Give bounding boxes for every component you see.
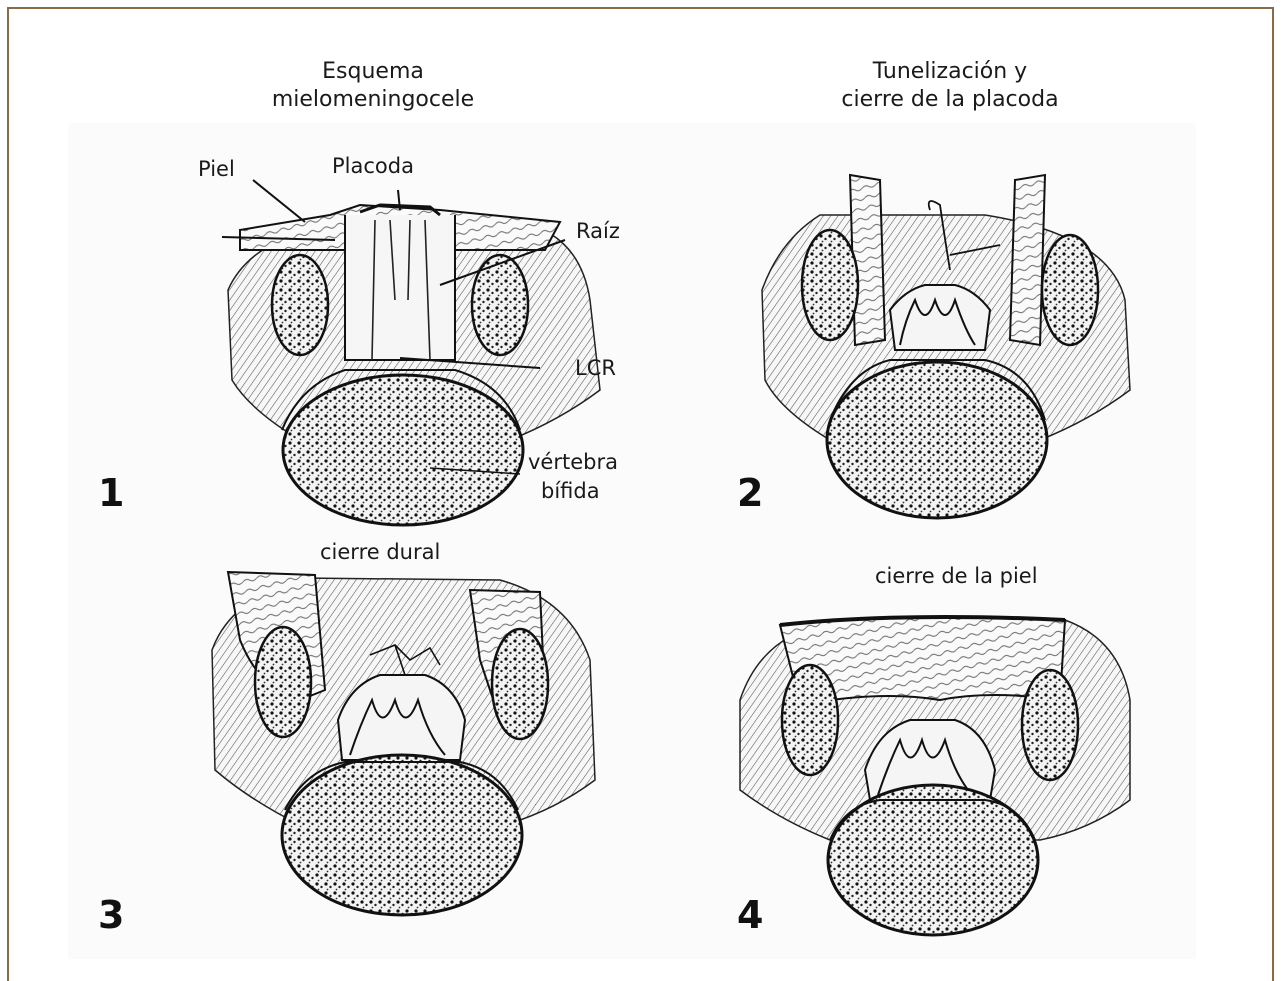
panel-2-drawing — [762, 175, 1130, 518]
panel-number-3: 3 — [98, 895, 124, 935]
label-piel: Piel — [198, 157, 235, 181]
label-lcr: LCR — [575, 356, 616, 380]
panel-3-drawing — [212, 572, 595, 915]
caption-panel-4: cierre de la piel — [875, 564, 1038, 588]
label-bifida: bífida — [541, 479, 600, 503]
label-vertebra: vértebra — [528, 450, 618, 474]
label-raiz: Raíz — [576, 219, 620, 243]
caption-panel-3: cierre dural — [320, 540, 440, 564]
panel-number-4: 4 — [737, 895, 763, 935]
label-placoda: Placoda — [332, 154, 414, 178]
panel-4-drawing — [740, 617, 1130, 935]
panel-number-1: 1 — [98, 473, 124, 513]
panel-number-2: 2 — [737, 473, 763, 513]
